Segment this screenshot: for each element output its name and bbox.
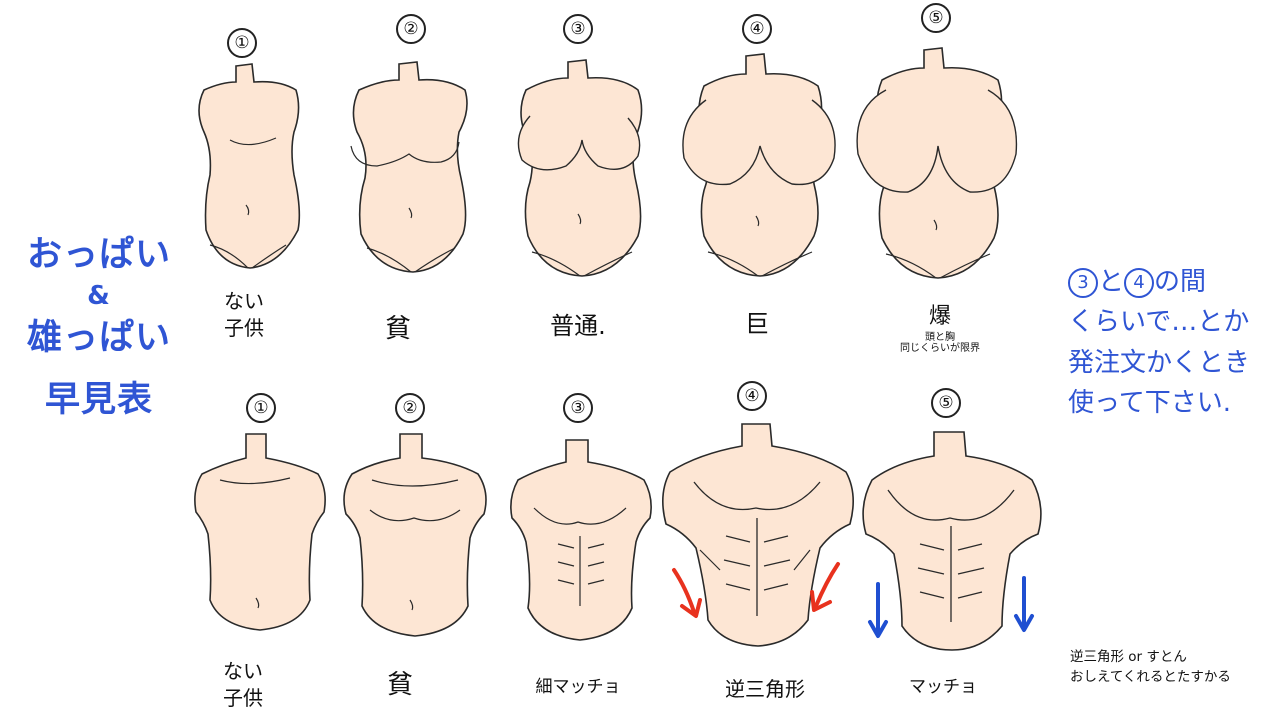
female-label-5-sub-2: 同じくらいが限界 [900, 343, 980, 355]
female-torso-2 [350, 61, 468, 273]
male-label-5-line-1: マッチョ [909, 677, 977, 697]
title-line-3: 雄っぱい [26, 317, 171, 358]
female-label-5-sub-1: 頭と胸 [925, 331, 955, 343]
female-torso-1 [198, 63, 301, 269]
male-number-1: ① [246, 393, 276, 423]
title-line-4: 早見表 [44, 380, 153, 421]
female-label-5-line-1: 爆 [928, 304, 951, 329]
female-label-3-line-1: 普通. [550, 312, 606, 340]
male-label-1-line-1: ない [223, 659, 263, 683]
female-torso-4 [682, 53, 836, 277]
female-label-2-line-1: 貧 [384, 314, 412, 344]
female-label-4: 巨 [745, 308, 769, 340]
page-title: おっぱい & 雄っぱい 早見表 [14, 228, 184, 427]
male-label-1-line-2: 子供 [223, 686, 263, 710]
female-label-1-line-2: 子供 [224, 316, 264, 340]
male-label-3-line-1: 細マッチョ [535, 677, 621, 697]
title-line-1: おっぱい [26, 235, 171, 275]
title-line-2: & [87, 281, 111, 312]
male-label-5: マッチョ [909, 676, 977, 699]
female-label-1: ない 子供 [224, 288, 264, 342]
male-number-5: ⑤ [931, 388, 961, 418]
female-label-1-line-1: ない [224, 289, 264, 313]
female-label-2: 貧 [385, 312, 411, 347]
female-number-5: ⑤ [921, 3, 951, 33]
male-label-4-line-1: 逆三角形 [725, 677, 805, 701]
arrow-red-left-icon [672, 568, 702, 618]
circle-3-icon: 3 [1068, 267, 1098, 298]
usage-note-line-4: 使って下さい. [1068, 387, 1231, 418]
male-torso-3 [510, 439, 652, 641]
usage-note-rest: の間 [1154, 267, 1207, 297]
female-torso-3 [517, 59, 643, 277]
male-label-4: 逆三角形 [725, 676, 805, 703]
request-note-line-2: おしえてくれるとたすかる [1070, 668, 1231, 685]
request-note: 逆三角形 or すとん おしえてくれるとたすかる [1070, 648, 1231, 687]
arrow-blue-left-icon [868, 582, 888, 638]
male-torso-1 [194, 433, 326, 631]
male-label-1: ない 子供 [223, 658, 263, 712]
male-label-3: 細マッチョ [536, 676, 621, 699]
circle-4-icon: 4 [1124, 267, 1155, 298]
male-label-2: 貧 [387, 668, 413, 703]
usage-note-line-3: 発注文かくとき [1068, 347, 1251, 378]
male-torso-5 [862, 431, 1042, 651]
female-torso-5 [856, 47, 1018, 279]
arrow-blue-right-icon [1014, 576, 1034, 632]
usage-note-to: と [1098, 267, 1125, 297]
male-torso-4 [662, 423, 854, 647]
female-number-3: ③ [563, 14, 593, 44]
female-label-5: 爆 頭と胸 同じくらいが限界 [900, 302, 980, 355]
arrow-red-right-icon [810, 562, 840, 612]
male-torso-2 [343, 433, 487, 637]
request-note-line-1: 逆三角形 or すとん [1070, 649, 1187, 665]
female-number-2: ② [396, 14, 426, 44]
male-number-3: ③ [563, 393, 593, 423]
female-label-4-line-1: 巨 [745, 310, 769, 338]
female-number-4: ④ [742, 14, 772, 44]
male-number-4: ④ [737, 381, 767, 411]
female-label-3: 普通. [550, 310, 606, 342]
female-number-1: ① [227, 28, 257, 58]
usage-note-line-2: くらいで…とか [1068, 307, 1250, 338]
male-number-2: ② [395, 393, 425, 423]
male-label-2-line-1: 貧 [386, 670, 414, 700]
